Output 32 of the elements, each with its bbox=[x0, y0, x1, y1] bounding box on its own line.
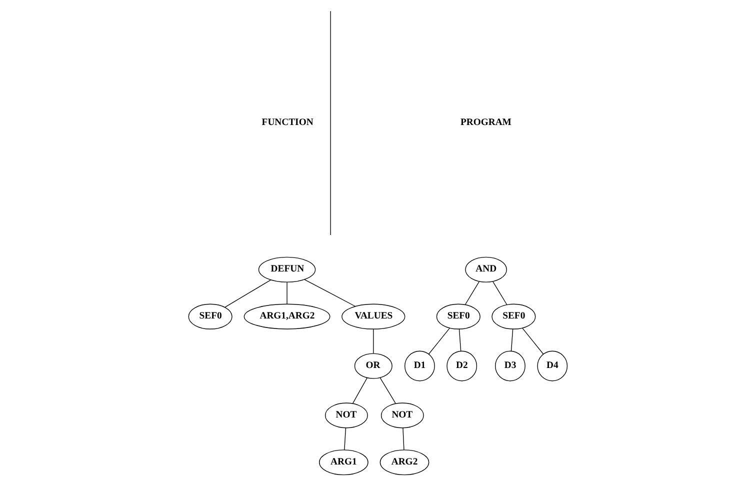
node-ellipse: VALUES bbox=[342, 304, 406, 330]
node-circle: D1 bbox=[404, 350, 435, 382]
connector bbox=[286, 282, 288, 304]
node-ellipse: NOT bbox=[324, 402, 368, 428]
node-circle: D4 bbox=[537, 350, 568, 382]
node-circle: D2 bbox=[446, 350, 478, 382]
connector bbox=[380, 377, 396, 404]
connector bbox=[352, 377, 368, 404]
node-ellipse: SEF0 bbox=[436, 304, 480, 330]
connector bbox=[492, 281, 508, 306]
label: FUNCTION bbox=[262, 116, 314, 128]
node-ellipse: DEFUN bbox=[258, 256, 316, 282]
connector bbox=[402, 428, 404, 450]
connector bbox=[428, 328, 450, 354]
node-ellipse: ARG1 bbox=[319, 450, 368, 476]
node-circle: D3 bbox=[495, 350, 526, 382]
node-ellipse: SEF0 bbox=[188, 304, 232, 330]
node-ellipse: OR bbox=[354, 353, 392, 379]
connector bbox=[458, 328, 462, 352]
connector bbox=[344, 428, 346, 450]
connector bbox=[224, 280, 272, 308]
connector bbox=[304, 279, 356, 307]
connector bbox=[464, 281, 480, 306]
node-ellipse: AND bbox=[465, 256, 507, 282]
connector bbox=[510, 328, 514, 352]
node-ellipse: NOT bbox=[380, 402, 424, 428]
connector bbox=[373, 328, 374, 354]
node-ellipse: ARG2 bbox=[380, 450, 430, 476]
label: PROGRAM bbox=[460, 116, 512, 128]
connector bbox=[522, 328, 544, 354]
node-ellipse: ARG1,ARG2 bbox=[244, 304, 330, 330]
node-ellipse: SEF0 bbox=[492, 304, 536, 330]
